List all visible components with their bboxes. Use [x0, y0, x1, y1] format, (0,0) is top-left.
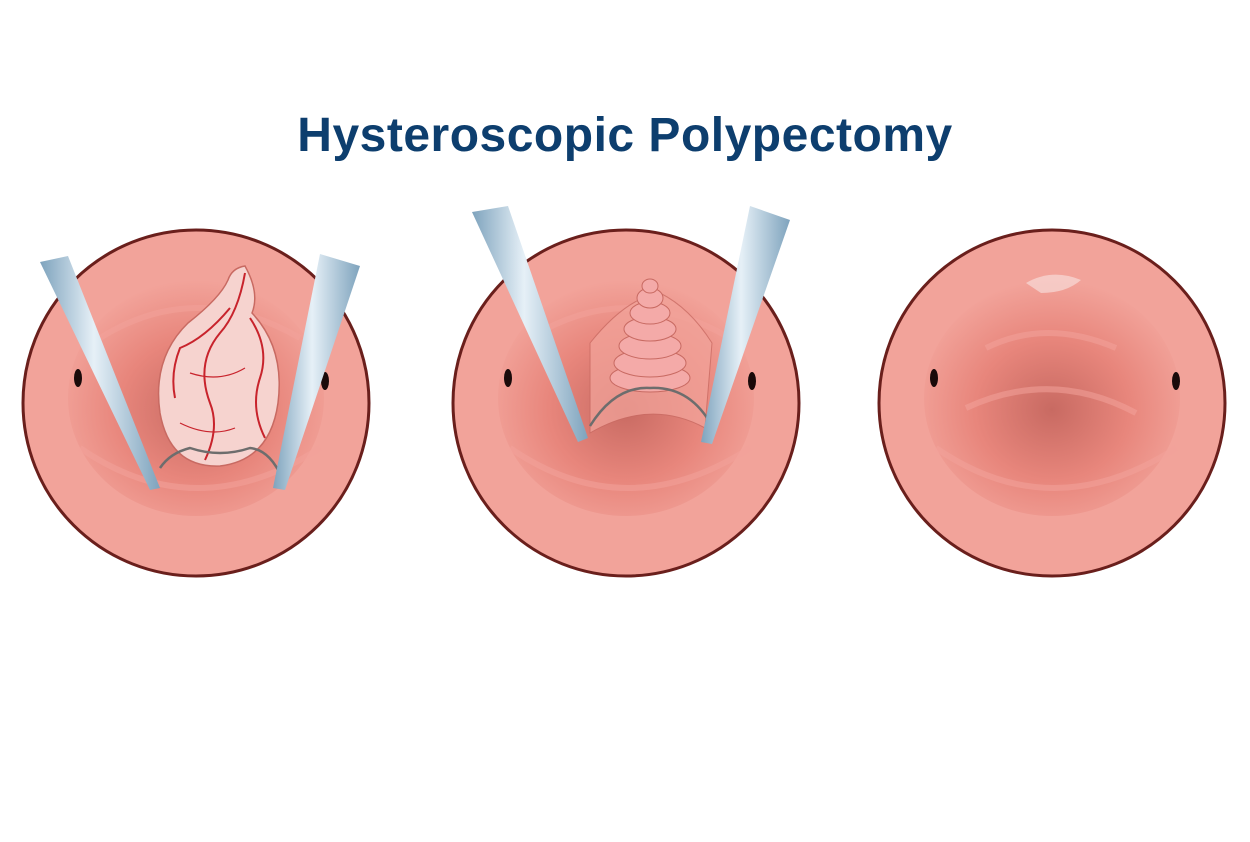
vascular-polyp-icon	[157, 265, 280, 467]
tubal-ostium-left-icon	[74, 369, 82, 387]
page-title: Hysteroscopic Polypectomy	[297, 109, 953, 162]
snare-wire-icon	[158, 446, 284, 479]
polyp-vessel-icon	[172, 307, 231, 399]
healed-cavity-icon	[924, 280, 1180, 516]
hysteroscope-instrument-left-icon	[40, 256, 160, 490]
polyp-vessel-icon	[179, 422, 236, 433]
hysteroscope-instrument-left-icon	[472, 206, 588, 442]
tissue-fold-icon	[984, 330, 1118, 351]
panel-polyp-before-art	[21, 228, 371, 578]
polyp-vessel-icon	[203, 272, 246, 461]
snare-wire-icon	[588, 386, 714, 427]
panel-cavity-after	[876, 198, 1236, 583]
tubal-ostium-right-icon	[1172, 372, 1180, 390]
tissue-fold-icon	[964, 386, 1138, 416]
resected-polyp-icon	[609, 278, 691, 393]
panel-polyp-resection-art	[451, 206, 801, 578]
tissue-fold-icon	[508, 445, 752, 491]
tissue-fold-icon	[98, 305, 302, 341]
healed-site-icon	[1026, 274, 1081, 293]
polyp-vessel-icon	[189, 367, 246, 378]
tubal-ostium-left-icon	[930, 369, 938, 387]
hysteroscope-instrument-right-icon	[701, 206, 790, 444]
tissue-fold-icon	[934, 445, 1178, 491]
panel-cavity-after-art	[877, 228, 1227, 578]
panel-polyp-before	[20, 198, 380, 583]
hysteroscope-instrument-right-icon	[273, 254, 360, 490]
tubal-ostium-left-icon	[504, 369, 512, 387]
panel-polyp-resection	[450, 198, 810, 583]
tubal-ostium-right-icon	[748, 372, 756, 390]
polyp-vessel-icon	[249, 317, 266, 439]
